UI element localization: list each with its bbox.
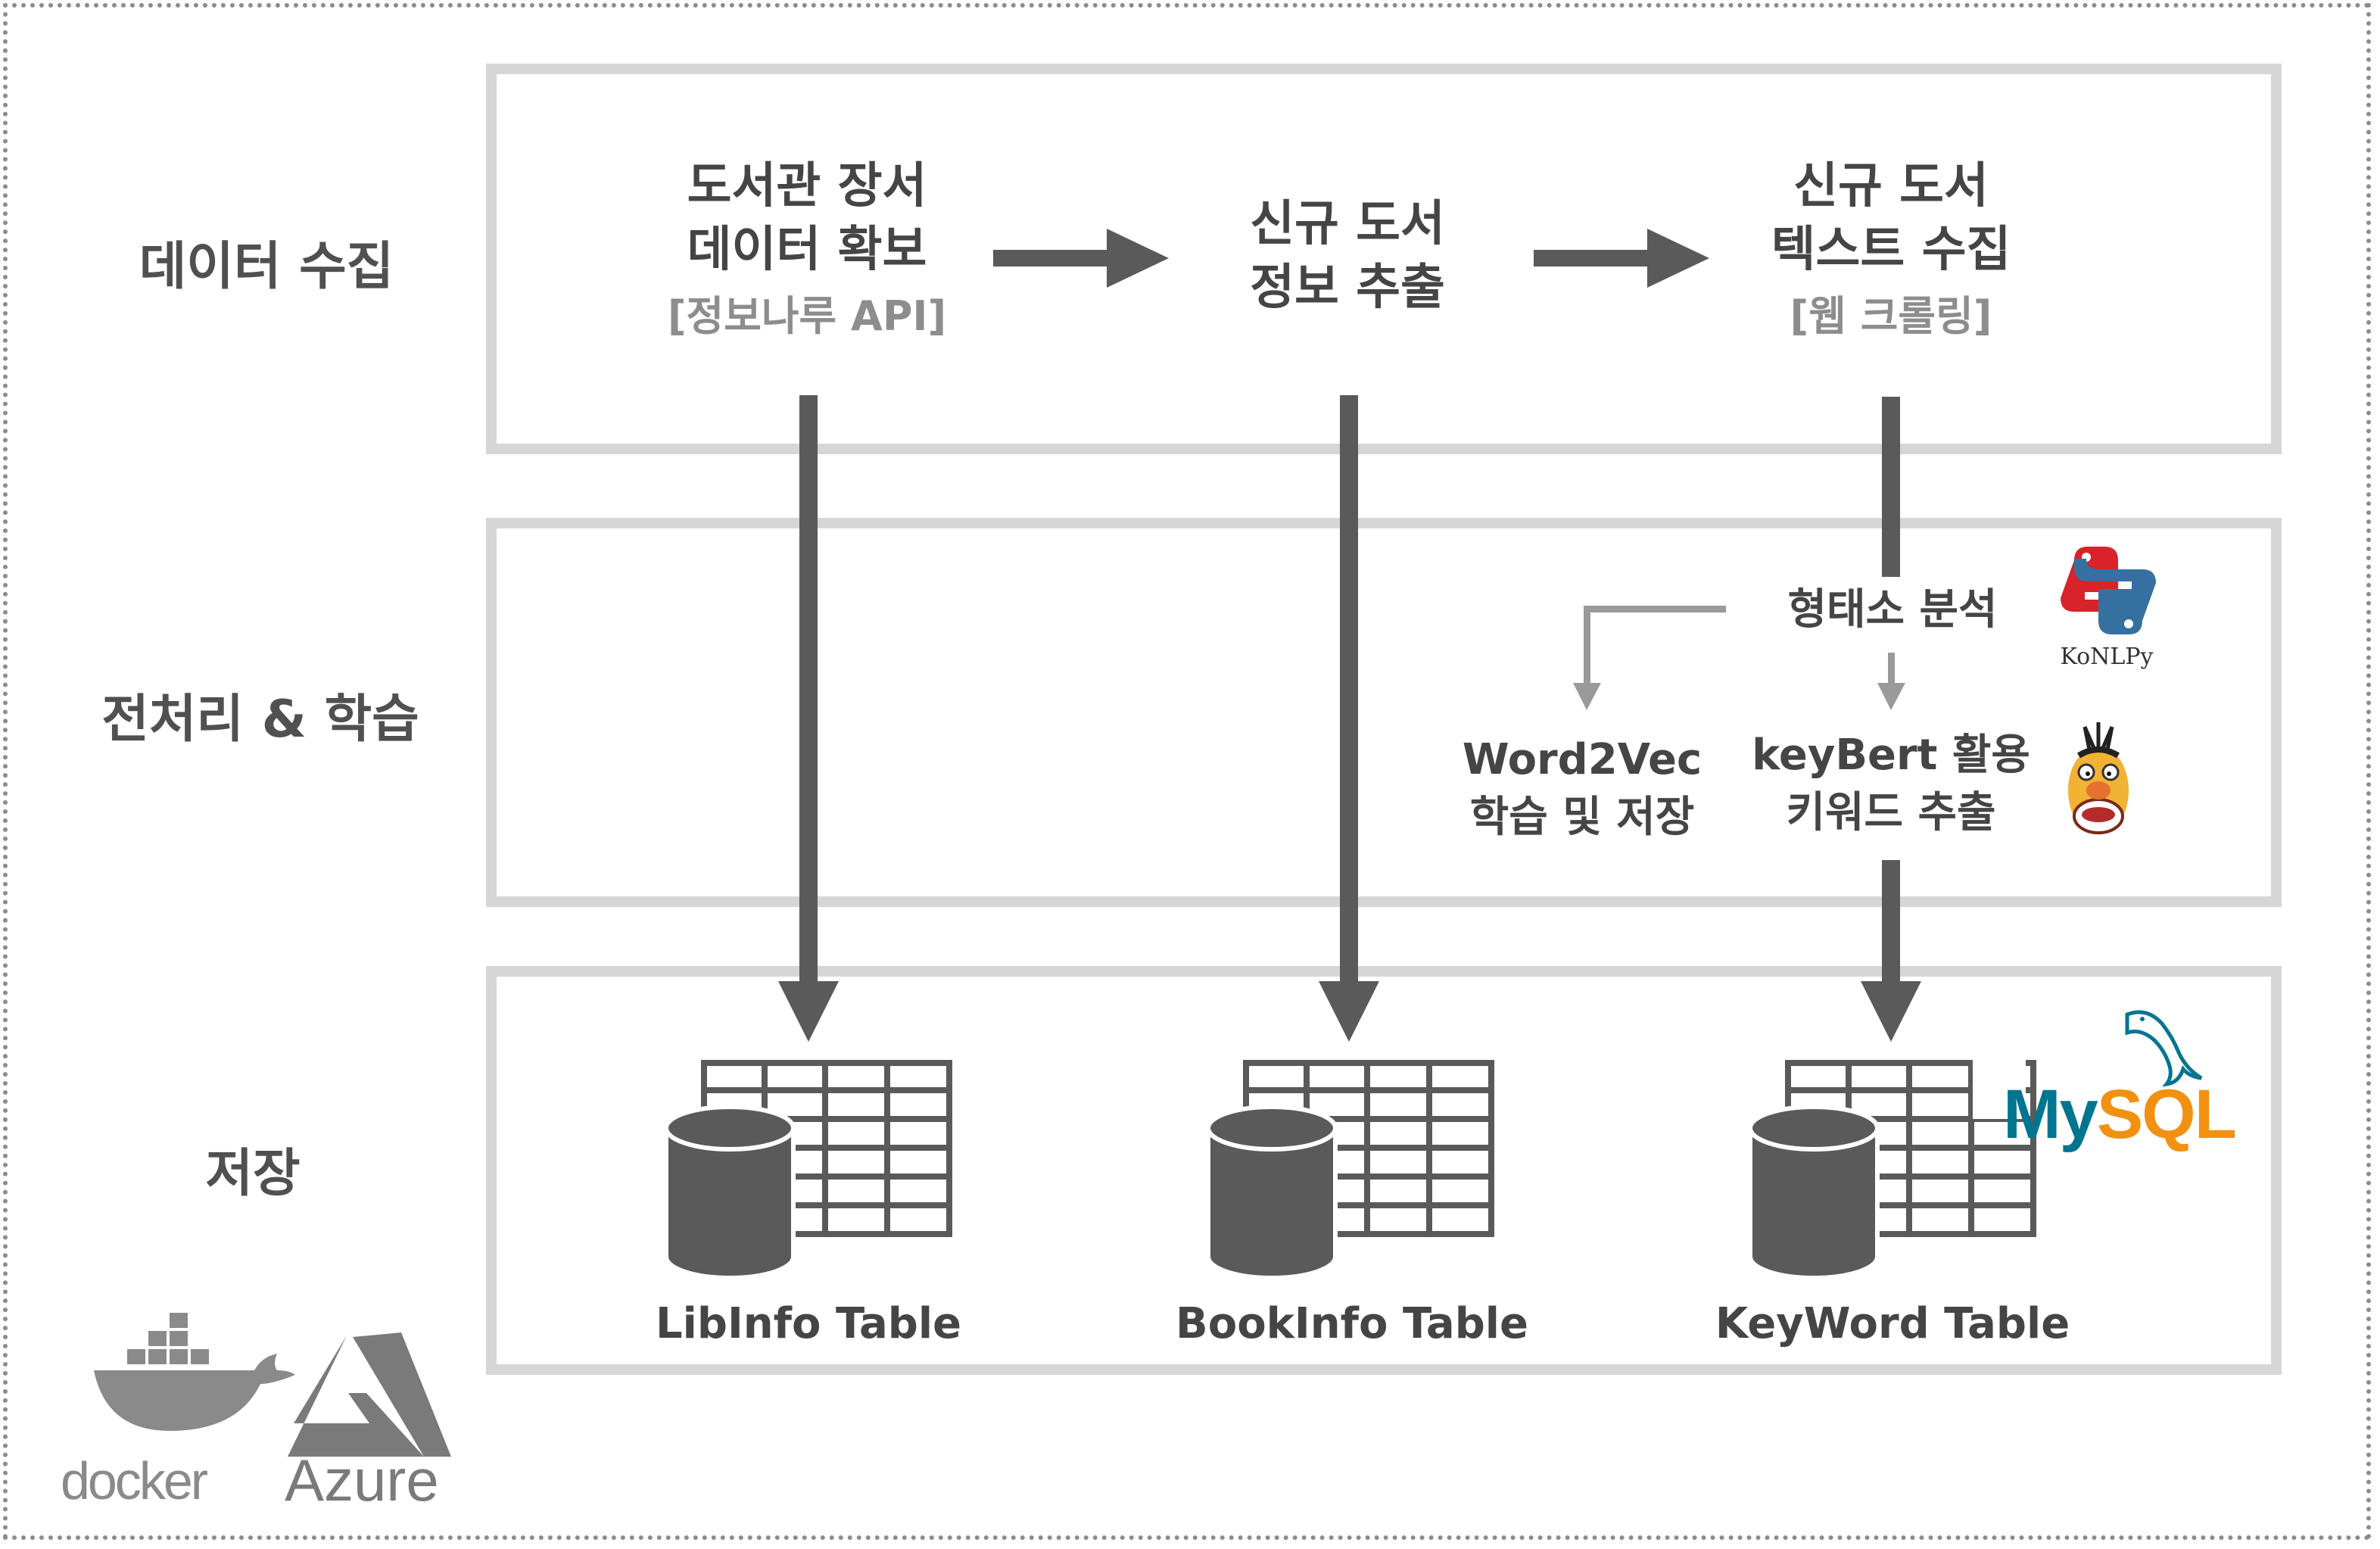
table-label-keyword: KeyWord Table xyxy=(1715,1299,2070,1348)
arrow-libinfo-down xyxy=(778,395,839,1042)
mysql-logo-text: MySQL xyxy=(2003,1075,2237,1155)
database-table-icon-keyword xyxy=(1748,1045,2036,1280)
node-library-data-source: [정보나루 API] xyxy=(667,292,947,340)
node-new-book-info-line2: 정보 추출 xyxy=(1250,260,1445,316)
node-keybert: keyBert 활용 키워드 추출 xyxy=(1724,727,2058,842)
node-word2vec-line2: 학습 및 저장 xyxy=(1469,793,1695,842)
arrow-collect-1-to-2 xyxy=(993,229,1169,288)
bert-face-icon xyxy=(2068,722,2129,834)
node-new-book-text-line1: 신규 도서 xyxy=(1793,158,1989,214)
arrow-morph-to-keybert xyxy=(1877,653,1905,710)
node-morph-analysis: 형태소 분석 xyxy=(1726,581,2059,639)
node-word2vec: Word2Vec 학습 및 저장 xyxy=(1416,731,1749,846)
table-label-libinfo: LibInfo Table xyxy=(655,1299,962,1348)
row-label-preprocessing: 전처리 & 학습 xyxy=(101,690,419,750)
panel-data-collection xyxy=(486,64,2282,454)
arrow-bookinfo-down xyxy=(1319,395,1379,1042)
node-new-book-text-line2: 텍스트 수집 xyxy=(1771,222,2011,278)
mysql-dolphin-icon xyxy=(2125,1010,2203,1087)
node-new-book-text: 신규 도서 텍스트 수집 [웹 크롤링] xyxy=(1679,154,2103,347)
arrow-keybert-to-keyword xyxy=(1861,860,1921,1042)
python-icon xyxy=(2061,547,2156,634)
node-library-data-line1: 도서관 장서 xyxy=(687,158,927,214)
node-word2vec-line1: Word2Vec xyxy=(1462,735,1702,784)
node-library-data-line2: 데이터 확보 xyxy=(687,222,927,278)
node-new-book-text-source: [웹 크롤링] xyxy=(1790,292,1992,340)
azure-logo-text: Azure xyxy=(285,1447,439,1513)
mysql-logo-sql: SQL xyxy=(2096,1076,2237,1153)
node-keybert-line1: keyBert 활용 xyxy=(1752,731,2030,780)
mysql-logo-my: My xyxy=(2003,1076,2098,1153)
table-label-bookinfo: BookInfo Table xyxy=(1176,1299,1528,1348)
docker-whale-icon xyxy=(94,1313,295,1431)
arrow-text-to-morph xyxy=(1882,397,1900,577)
azure-icon xyxy=(288,1332,451,1457)
arrow-collect-2-to-3 xyxy=(1534,229,1709,288)
node-new-book-info: 신규 도서 정보 추출 xyxy=(1135,192,1559,319)
database-table-icon-libinfo xyxy=(664,1060,952,1280)
diagram-frame xyxy=(3,3,2371,1540)
row-label-collection: 데이터 수집 xyxy=(139,237,394,297)
database-table-icon-bookinfo xyxy=(1206,1060,1494,1280)
node-library-data: 도서관 장서 데이터 확보 [정보나루 API] xyxy=(595,154,1019,347)
node-new-book-info-line1: 신규 도서 xyxy=(1250,196,1445,252)
arrow-morph-to-word2vec xyxy=(1573,606,1779,710)
row-label-storage: 저장 xyxy=(205,1144,301,1204)
node-keybert-line2: 키워드 추출 xyxy=(1786,788,1996,837)
konlpy-logo-text: KoNLPy xyxy=(2060,644,2154,670)
docker-logo-text: docker xyxy=(61,1451,208,1510)
